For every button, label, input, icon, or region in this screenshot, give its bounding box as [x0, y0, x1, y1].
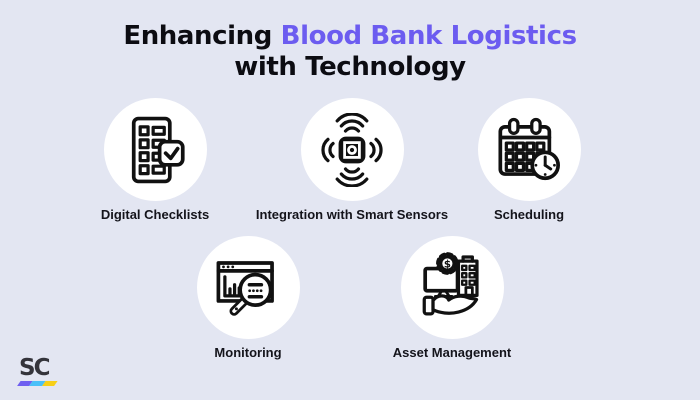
- feature-label: Digital Checklists: [100, 207, 210, 222]
- feature-card-scheduling: Scheduling: [427, 98, 631, 222]
- logo-underline: [17, 381, 58, 386]
- feature-card-monitoring: Monitoring: [146, 236, 350, 360]
- icon-circle: [300, 98, 404, 201]
- checklist-icon: [131, 116, 185, 183]
- smart-sensor-icon: [321, 112, 383, 187]
- icon-circle: [477, 98, 581, 201]
- feature-label: Monitoring: [214, 345, 282, 360]
- feature-card-digital-checklists: Digital Checklists: [53, 98, 257, 222]
- icon-circle: [103, 98, 207, 201]
- title-line2: with Technology: [234, 52, 466, 82]
- icon-circle: [196, 236, 300, 339]
- title-part-black: Enhancing: [123, 21, 281, 51]
- feature-label: Asset Management: [392, 345, 512, 360]
- feature-card-asset-management: $ Asset Management: [350, 236, 554, 360]
- logo-text: SC: [19, 355, 50, 381]
- calendar-clock-icon: [498, 117, 560, 180]
- svg-text:$: $: [444, 259, 451, 270]
- monitor-magnifier-icon: [216, 260, 274, 316]
- asset-management-icon: $: [422, 251, 479, 316]
- feature-card-smart-sensors: Integration with Smart Sensors: [250, 98, 454, 222]
- feature-label: Scheduling: [493, 207, 565, 222]
- logo-underline-segment-yellow: [42, 381, 58, 386]
- icon-circle: $: [400, 236, 504, 339]
- feature-label: Integration with Smart Sensors: [255, 207, 449, 222]
- brand-logo: SC: [17, 355, 79, 386]
- title-part-accent: Blood Bank Logistics: [280, 21, 577, 51]
